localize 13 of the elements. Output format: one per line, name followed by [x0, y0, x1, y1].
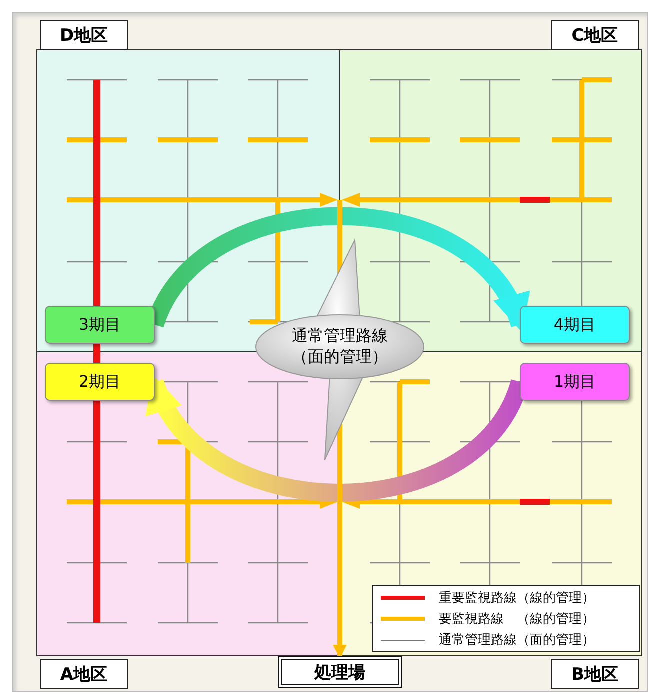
district-label: D地区 — [40, 20, 128, 50]
period-banner: 4期目 — [520, 306, 630, 344]
district-label: A地区 — [40, 659, 128, 689]
period-banner: 3期目 — [45, 306, 155, 344]
facility-box: 処理場 — [278, 656, 402, 688]
district-label: B地区 — [551, 659, 639, 689]
period-banner: 2期目 — [45, 363, 155, 401]
bubble-text: 通常管理路線（面的管理） — [292, 326, 388, 368]
district-label: C地区 — [551, 20, 639, 50]
period-banner: 1期目 — [520, 363, 630, 401]
legend-text: 要監視路線 （線的管理） — [439, 611, 595, 628]
legend-text: 通常管理路線（面的管理） — [439, 632, 595, 649]
legend-text: 重要監視路線（線的管理） — [439, 590, 595, 607]
